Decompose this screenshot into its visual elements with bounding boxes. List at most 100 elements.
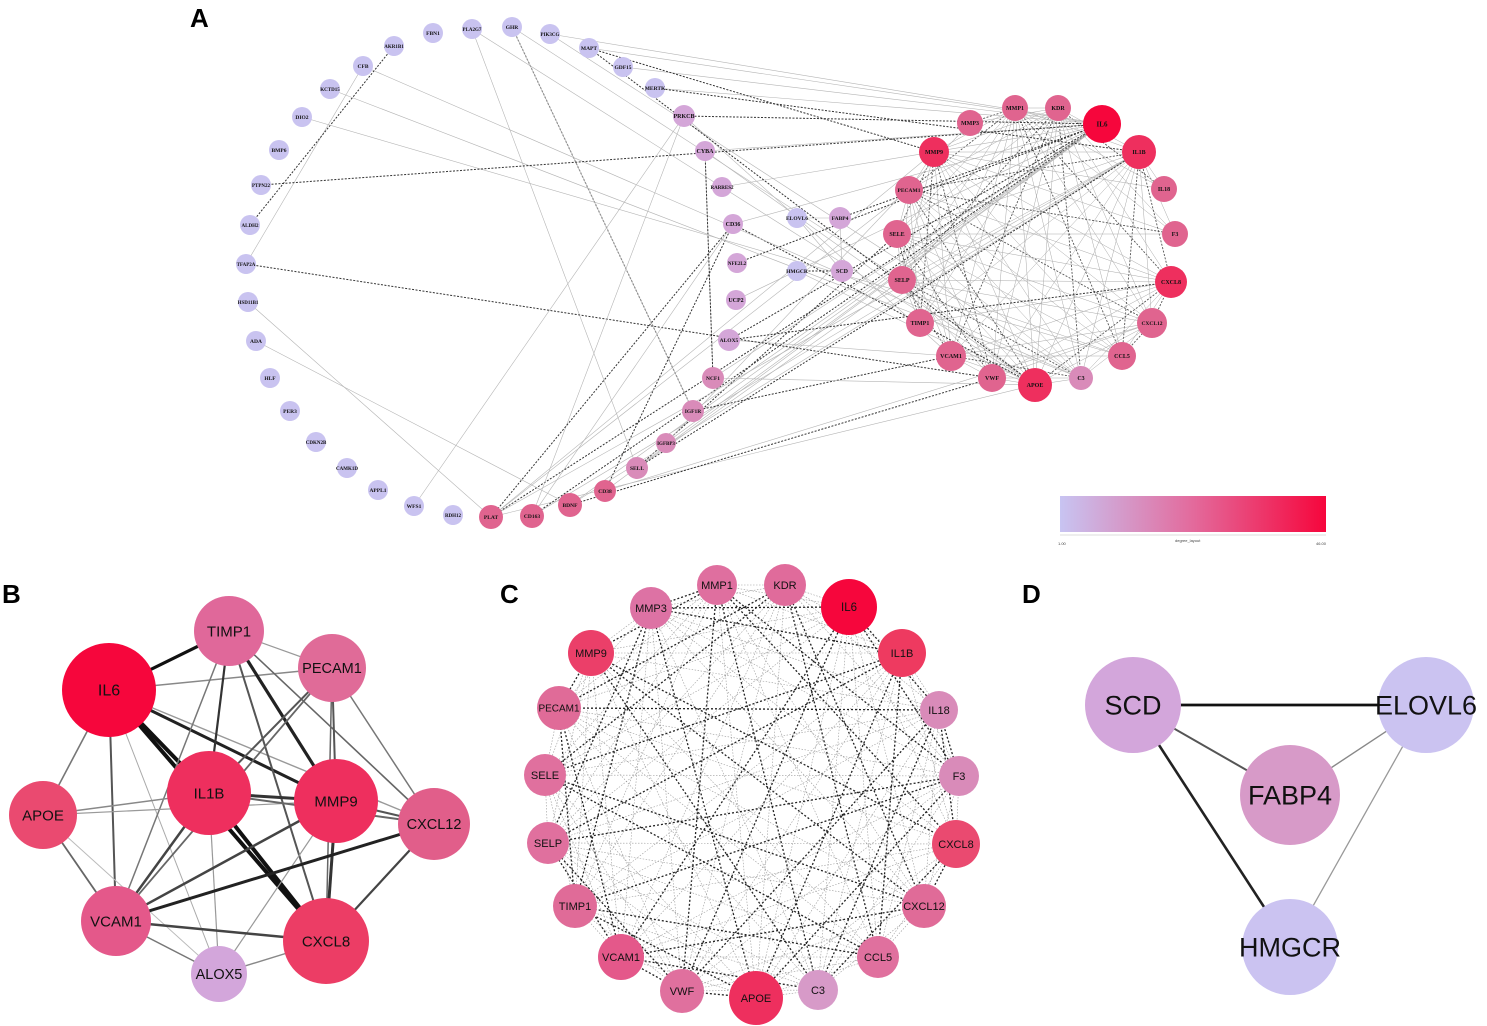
panel-c-edge-sele-ccl5 <box>544 774 879 958</box>
node-label: TIMP1 <box>207 623 251 640</box>
node-circle <box>1108 342 1136 370</box>
panel-a-node-aldh2: ALDH2 <box>240 215 260 235</box>
panel-a-node-ghr: GHR <box>502 17 522 37</box>
node-label: IL1B <box>1132 150 1145 156</box>
node-circle <box>306 432 326 452</box>
panel-b-node-pecam1: PECAM1 <box>298 634 366 702</box>
panel-c-edge-timp1-c3 <box>574 905 819 991</box>
panel-a-edge-sele-vwf <box>896 233 993 379</box>
panel-a-edge-il1b-vcam1 <box>950 151 1140 357</box>
panel-a-node-mapt: MAPT <box>579 38 599 58</box>
panel-a-node-cfb: CFB <box>353 56 373 76</box>
panel-a-edge-il1b-sele <box>896 151 1140 235</box>
panel-a-edge-bdnf-il1b <box>569 151 1140 506</box>
panel-a-edge-sele-ccl5 <box>896 233 1123 357</box>
panel-a-edge-tfap2a-vwf <box>245 263 993 379</box>
panel-a-edge-sell-sele <box>636 233 898 469</box>
panel-a-edge-kdr-vwf <box>991 107 1059 379</box>
node-label: TFAP2A <box>237 263 256 268</box>
node-label: GDF15 <box>614 65 631 71</box>
panel-a-node-tfap2a: TFAP2A <box>236 254 256 274</box>
panel-c-edge-mmp1-f3 <box>716 584 960 777</box>
panel-a-edge-cxcl12-vwf <box>991 322 1153 379</box>
panel-c-edge-f3-selp <box>547 775 960 844</box>
node-label: PECAM1 <box>538 704 580 715</box>
node-circle <box>1137 308 1167 338</box>
node-label: MMP1 <box>1006 106 1024 112</box>
panel-c-edge-il18-sele <box>544 709 940 776</box>
node-circle <box>62 643 156 737</box>
panel-a-edge-mmp9-c3 <box>933 151 1082 379</box>
panel-c-edge-kdr-sele <box>544 584 786 776</box>
node-circle <box>883 220 911 248</box>
node-circle <box>368 480 388 500</box>
panel-a-edge-dio2-ccl5 <box>301 116 1123 357</box>
panel-c-node-selp: SELP <box>527 822 569 864</box>
node-circle <box>537 686 581 730</box>
panel-a-edge-cd163-il6 <box>531 123 1103 517</box>
panel-c-edge-il1b-cxcl8 <box>901 652 957 845</box>
panel-a-node-il18: IL18 <box>1151 176 1177 202</box>
panel-c-edge-selp-c3 <box>547 842 819 991</box>
node-circle <box>1155 266 1187 298</box>
panel-a-node-mmp9: MMP9 <box>919 137 949 167</box>
node-circle <box>932 820 980 868</box>
panel-a-edge-cxcl12-vcam1 <box>950 322 1153 357</box>
node-label: NFE2L2 <box>728 262 747 267</box>
node-circle <box>9 781 77 849</box>
panel-a-edge-mmp9-f3 <box>933 151 1176 235</box>
panel-c-edge-sele-selp <box>544 774 549 844</box>
node-circle <box>1069 366 1093 390</box>
node-circle <box>194 596 264 666</box>
node-label: CXCL8 <box>938 839 973 851</box>
node-circle <box>726 290 746 310</box>
panel-a-edge-pla2g7-sell <box>471 28 638 469</box>
node-circle <box>1045 95 1071 121</box>
node-label: SCD <box>836 269 849 275</box>
panel-a-edge-mapt-apoe <box>588 47 1036 386</box>
panel-c-node-pecam1: PECAM1 <box>537 686 581 730</box>
panel-c-edge-il1b-selp <box>547 652 903 844</box>
node-label: F3 <box>1172 232 1179 238</box>
node-label: ALDH2 <box>242 224 259 229</box>
panel-c-edge-il1b-il18 <box>901 652 940 711</box>
panel-letter-d: D <box>1022 579 1041 609</box>
node-label: CCL5 <box>1114 354 1130 360</box>
panel-c-edge-pecam1-ccl5 <box>558 707 879 958</box>
node-label: SELP <box>534 838 562 850</box>
panel-a-edge-mmp1-f3 <box>1014 107 1176 235</box>
panel-a-node-fbn1: FBN1 <box>423 23 443 43</box>
panel-c-edge-selp-ccl5 <box>547 842 879 958</box>
node-circle <box>718 329 740 351</box>
node-circle <box>787 261 807 281</box>
node-label: WFS1 <box>407 504 422 510</box>
node-label: SELL <box>630 466 644 472</box>
panel-a-edge-kdr-cxcl8 <box>1057 107 1172 283</box>
node-label: CD163 <box>524 514 540 520</box>
node-label: TIMP1 <box>911 321 930 327</box>
panel-a-edge-mmp9-cxcl12 <box>933 151 1153 324</box>
panel-a-edge-selp-apoe <box>901 279 1036 386</box>
panel-a-edge-igfbp3-il6 <box>665 123 1103 444</box>
panel-a-node-c3: C3 <box>1069 366 1093 390</box>
panel-a-edge-vcam1-c3 <box>950 355 1082 379</box>
panel-b-edge-timp1-cxcl8 <box>228 630 327 942</box>
legend-caption: degree_layout <box>1175 538 1201 543</box>
node-label: NCF1 <box>706 376 720 382</box>
node-label: VWF <box>670 986 695 998</box>
node-label: F3 <box>953 771 966 783</box>
panel-c-edge-pecam1-vcam1 <box>558 707 622 958</box>
node-label: IL6 <box>98 683 120 700</box>
panel-a-edge-mmp9-cxcl8 <box>933 151 1172 283</box>
panel-a-edge-cxcl12-apoe <box>1034 322 1153 386</box>
panel-a-edge-pecam1-c3 <box>908 189 1082 379</box>
panel-a-edge-pecam1-cxcl12 <box>908 189 1153 324</box>
node-circle <box>353 56 373 76</box>
panel-c-node-apoe: APOE <box>729 971 783 1025</box>
node-circle <box>236 254 256 274</box>
node-label: CXCL12 <box>407 817 462 833</box>
panel-a-node-akr1b1: AKR1B1 <box>384 36 404 56</box>
